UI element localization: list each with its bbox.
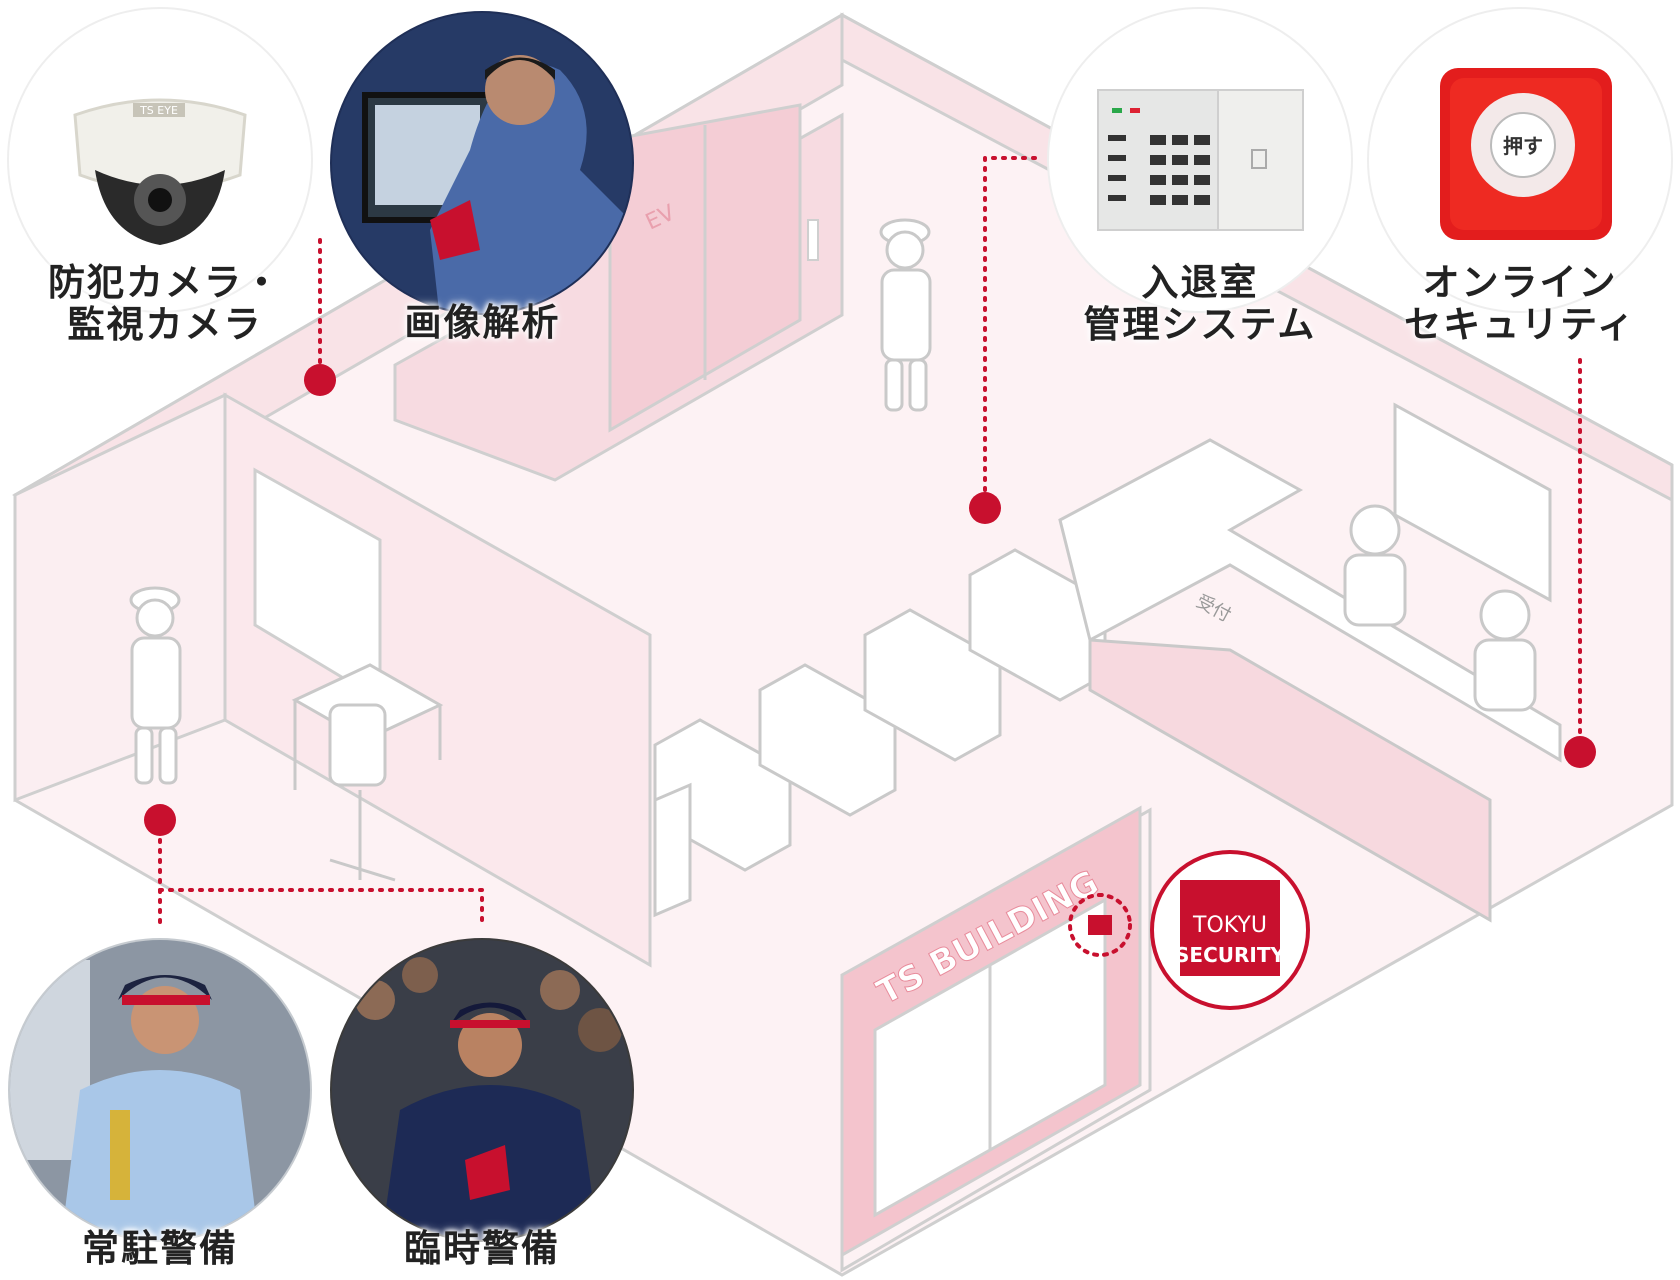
svg-text:SECURITY: SECURITY — [1175, 943, 1285, 967]
reception-counter-front — [1088, 638, 1492, 923]
temporary-guard-label: 臨時警備 — [404, 1227, 560, 1270]
access-label: 入退室 管理システム — [1083, 261, 1317, 346]
access-point — [969, 492, 1001, 524]
entrance-sticker-highlight — [1068, 893, 1132, 957]
security-gates — [653, 548, 1107, 918]
reception-staff — [1343, 504, 1537, 712]
analysis-label: 画像解析 — [404, 301, 561, 344]
tokyu-security-logo: TOKYU SECURITY — [1150, 850, 1310, 1010]
online-photo: 押す — [1367, 7, 1673, 313]
svg-text:TOKYU: TOKYU — [1192, 913, 1267, 938]
connectors — [158, 156, 1582, 924]
entrance-sticker — [1088, 915, 1112, 935]
reception-monitor — [1393, 402, 1552, 603]
guard-figure-left — [129, 586, 182, 785]
alarm-button-label: 押す — [1503, 134, 1543, 158]
desk-chair — [291, 663, 444, 882]
guard-figure-back — [879, 218, 932, 412]
guard-point — [144, 804, 176, 836]
access-photo — [1047, 7, 1353, 313]
camera-brand: TS EYE — [139, 104, 178, 117]
connector-dots — [144, 364, 1596, 836]
temporary-guard-photo — [330, 938, 634, 1242]
camera-label: 防犯カメラ・ 監視カメラ — [48, 261, 282, 346]
resident-guard-label: 常駐警備 — [82, 1227, 238, 1270]
camera-point — [304, 364, 336, 396]
reception-counter-top — [1058, 438, 1562, 763]
online-point — [1564, 736, 1596, 768]
resident-guard-photo — [8, 938, 312, 1242]
online-label: オンライン セキュリティ — [1404, 261, 1636, 346]
analysis-photo — [330, 11, 634, 315]
camera-photo: TS EYE — [7, 7, 313, 313]
